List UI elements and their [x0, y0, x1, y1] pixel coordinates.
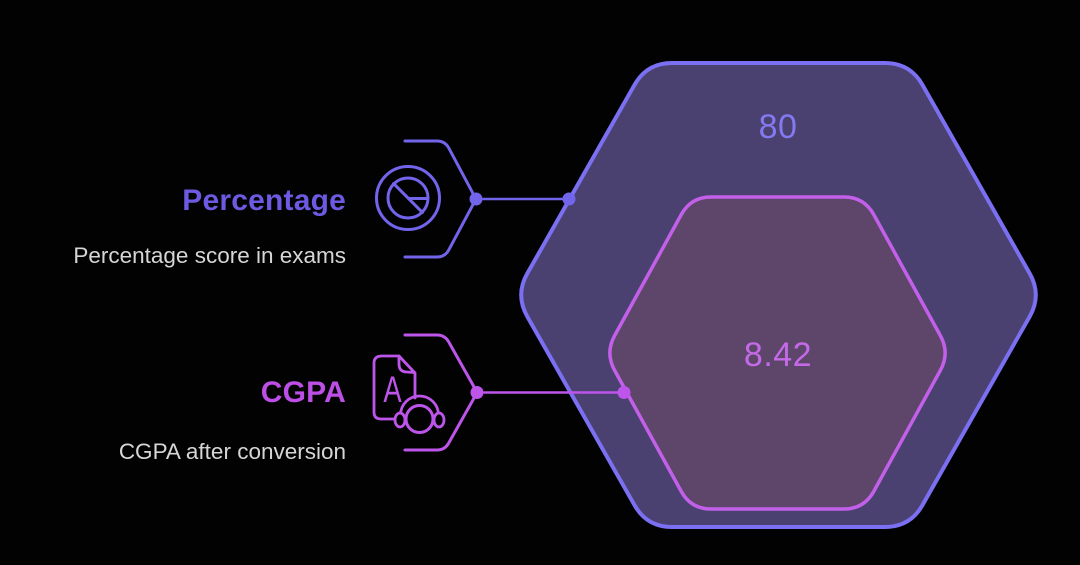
- cgpa-description: CGPA after conversion: [118, 439, 346, 464]
- inner-hexagon: [608, 195, 947, 511]
- percentage-edge-dot: [562, 192, 576, 206]
- cgpa-label: CGPA: [260, 376, 346, 409]
- pie-chart-icon: [375, 165, 441, 231]
- document-outline: [372, 354, 401, 421]
- grade-document-icon: A: [372, 354, 446, 434]
- percentage-label: Percentage: [182, 184, 346, 217]
- cgpa-edge-dot: [617, 386, 631, 399]
- headphone-right-cup: [432, 411, 446, 429]
- head-circle: [404, 404, 435, 434]
- outer-hexagon-value: 80: [758, 108, 798, 146]
- cgpa-bracket-dot: [470, 386, 484, 399]
- percentage-description: Percentage score in exams: [73, 243, 346, 268]
- pie-chart-outer-ring: [375, 165, 441, 231]
- headphone-band: [399, 394, 440, 417]
- percentage-bracket-dot: [469, 192, 483, 206]
- document-folded-corner: [397, 354, 417, 400]
- inner-hexagon-value: 8.42: [743, 336, 813, 374]
- document-grade-letter: A: [383, 369, 402, 410]
- headphone-left-cup: [393, 411, 407, 429]
